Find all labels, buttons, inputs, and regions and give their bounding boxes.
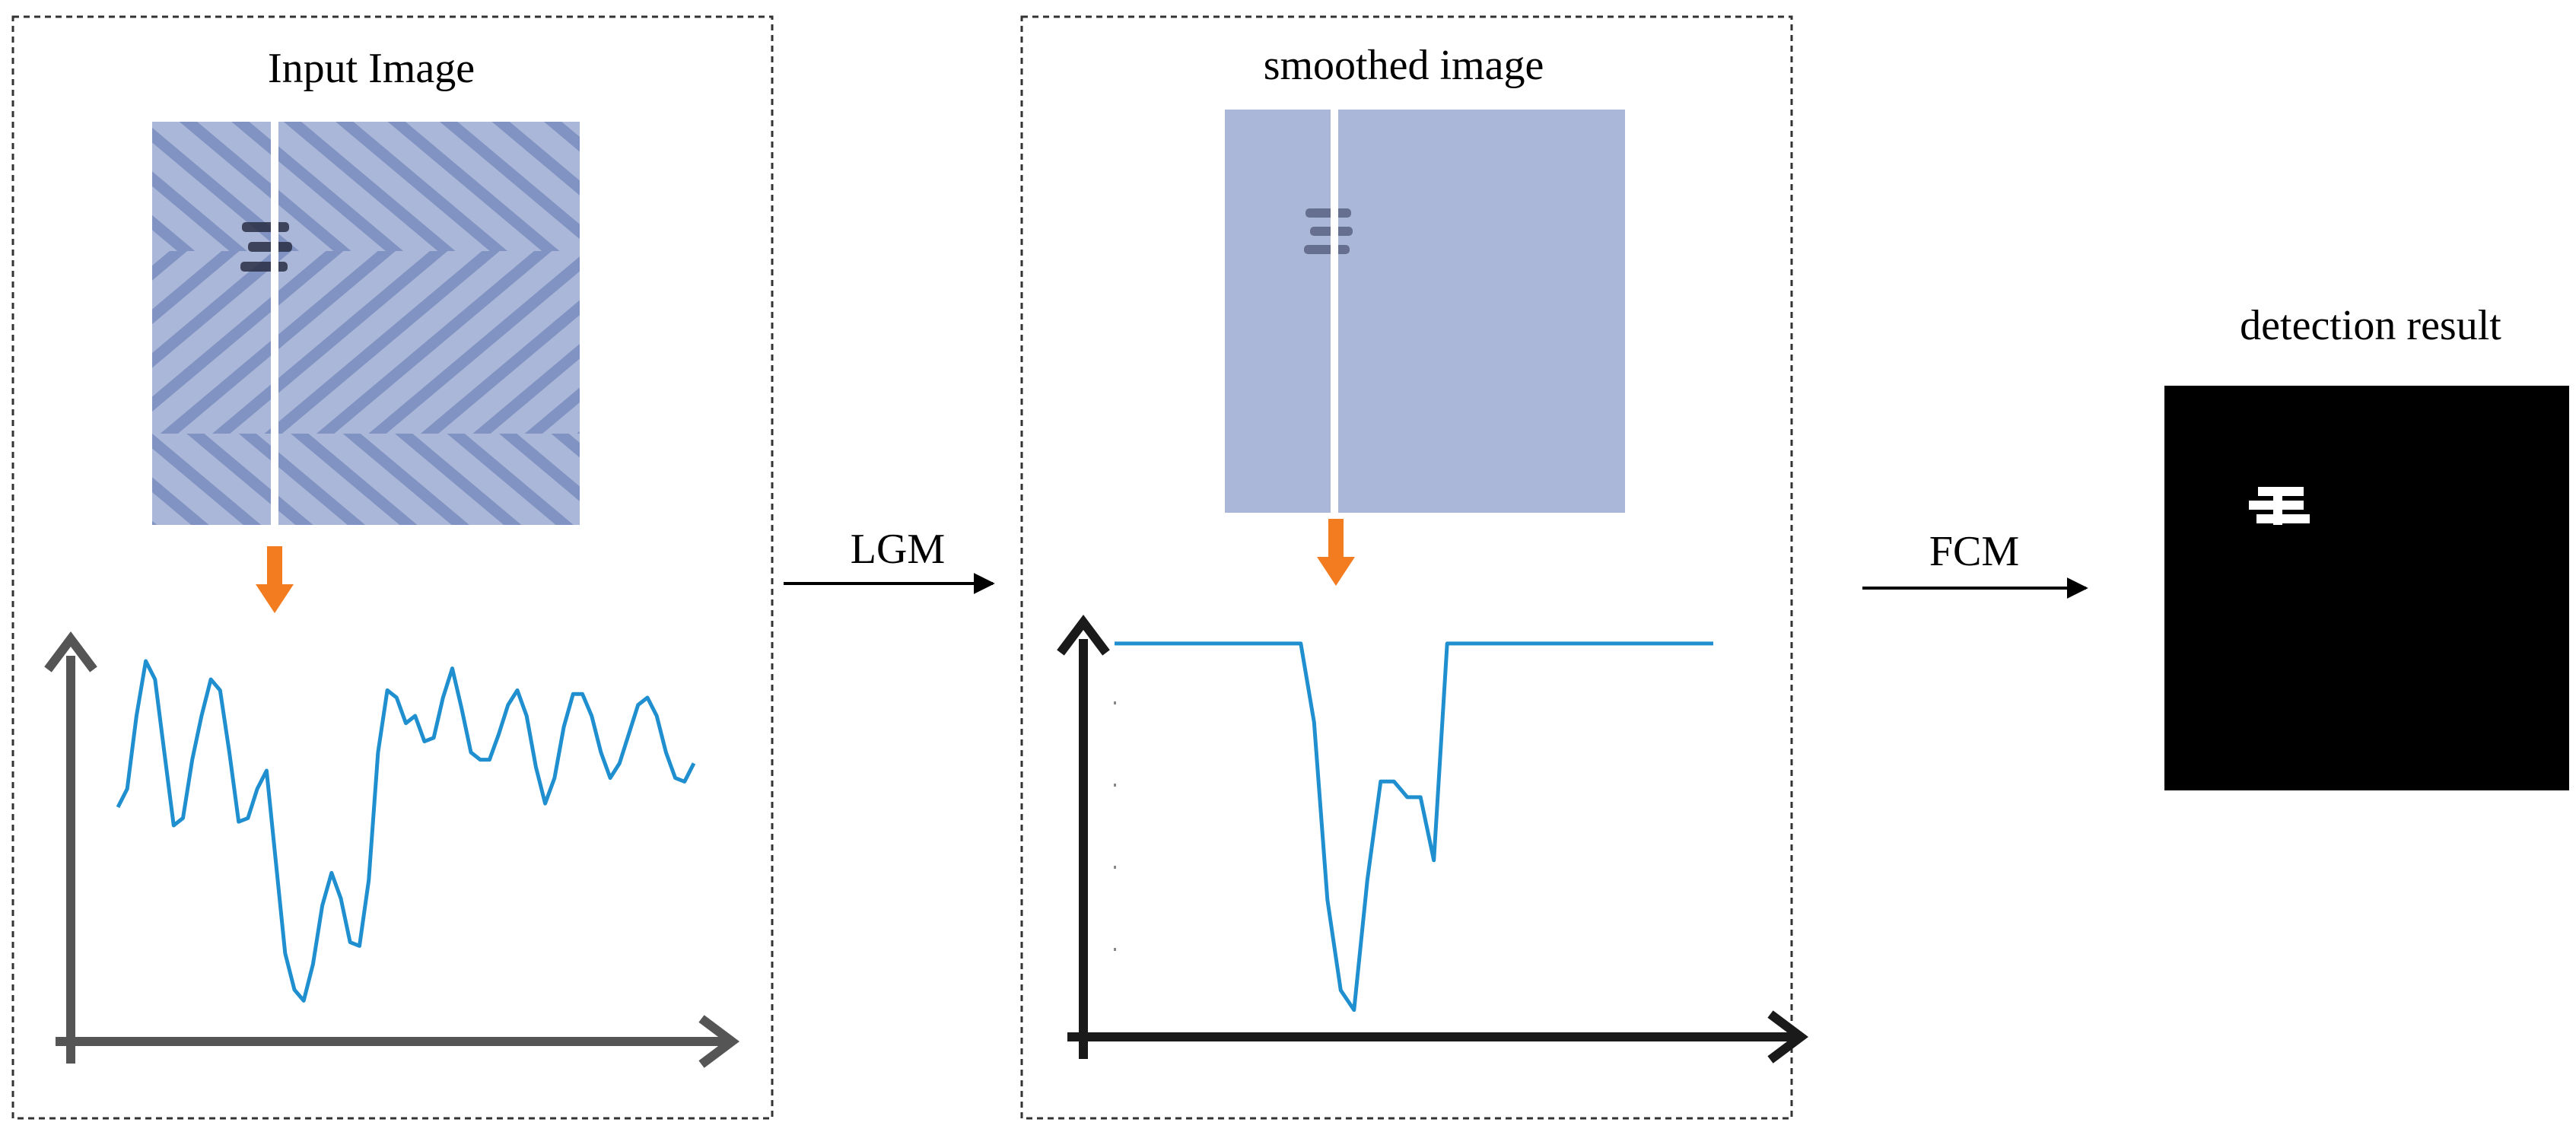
smoothed-panel-border xyxy=(1020,15,1793,1120)
smoothed-signal-line xyxy=(1115,641,1713,1013)
result-defect-blob xyxy=(2249,487,2310,525)
lgm-label: LGM xyxy=(851,526,945,573)
lgm-step: LGM xyxy=(784,526,995,594)
smoothed-signal-axes xyxy=(1057,615,1808,1064)
smoothed-panel: smoothed image xyxy=(1020,15,1808,1120)
input-panel-title: Input Image xyxy=(268,45,475,92)
smoothed-y-ticks xyxy=(1114,701,1116,951)
smoothed-defect-mark xyxy=(1304,208,1353,254)
input-fabric-image xyxy=(152,122,580,525)
smoothed-down-arrow xyxy=(1317,519,1355,586)
result-panel-title: detection result xyxy=(2240,302,2501,349)
input-panel: Input Image xyxy=(11,15,774,1120)
result-image xyxy=(2164,386,2569,790)
input-scan-line xyxy=(271,122,278,525)
smoothed-panel-title: smoothed image xyxy=(1264,42,1544,89)
input-signal-line xyxy=(116,659,696,1003)
fcm-label: FCM xyxy=(1929,528,2019,575)
smoothed-fabric-image xyxy=(1225,110,1625,513)
input-panel-border xyxy=(11,15,774,1120)
fcm-step: FCM xyxy=(1862,528,2088,599)
input-signal-axes xyxy=(44,631,739,1068)
result-panel: detection result xyxy=(2164,302,2569,790)
input-defect-mark xyxy=(240,222,292,272)
input-down-arrow xyxy=(256,546,294,613)
smoothed-scan-line xyxy=(1331,110,1338,513)
